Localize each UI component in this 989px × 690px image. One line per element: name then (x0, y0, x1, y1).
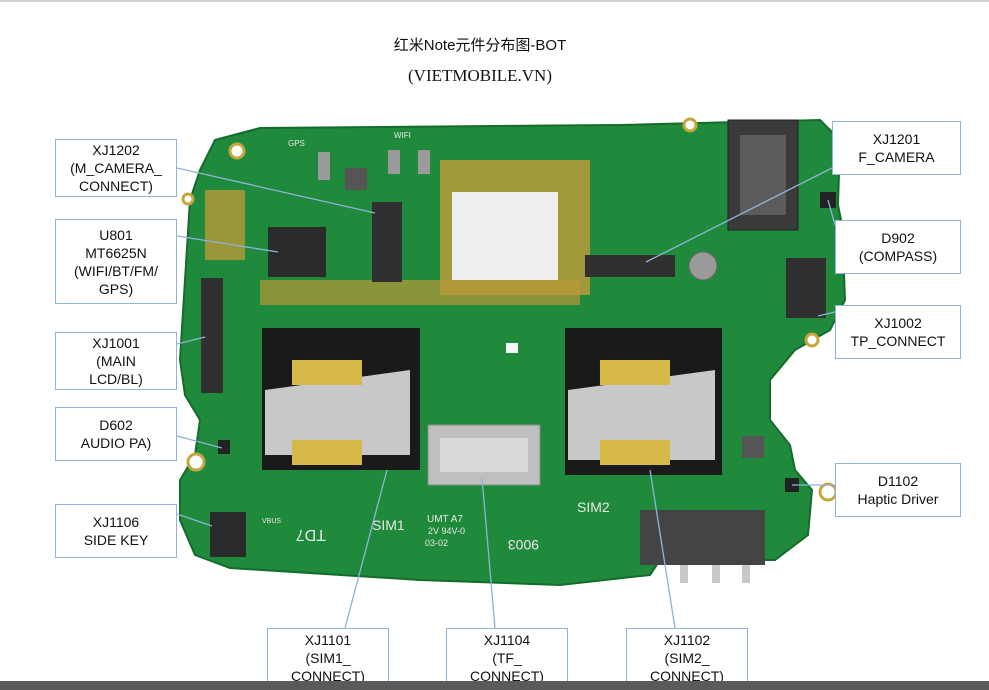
callout-xj1001-line-1: XJ1001 (92, 335, 140, 351)
silk-td7: TD7 (296, 526, 326, 543)
u801-chip (268, 227, 326, 277)
callout-xj1106-line-2: SIDE KEY (83, 532, 149, 548)
gold-strip-left (205, 190, 245, 260)
callout-xj1201-line-1: XJ1201 (872, 131, 921, 147)
xj1001-connector (201, 278, 223, 393)
mount-hole-3 (682, 117, 698, 133)
silk-umt: UMT A7 (427, 514, 463, 525)
mount-hole-6 (186, 452, 206, 472)
callout-xj1202-line-1: XJ1202 (92, 142, 140, 158)
callout-xj1101: XJ1101 (SIM1_ CONNECT) (267, 628, 389, 688)
callout-xj1001: XJ1001 (MAIN LCD/BL) (55, 332, 177, 390)
callout-d902-line-2: (COMPASS) (858, 248, 938, 264)
silk-sim2: SIM2 (577, 499, 610, 515)
callout-d1102: D1102 Haptic Driver (835, 463, 961, 517)
silk-code: 9003 (508, 537, 539, 553)
callout-xj1001-line-3: LCD/BL) (89, 371, 143, 387)
callout-d1102-line-2: Haptic Driver (857, 491, 939, 507)
silk-gps: GPS (288, 139, 305, 148)
callout-xj1106-line-1: XJ1106 (92, 514, 140, 530)
rf-shield-center (452, 192, 558, 280)
callout-u801: U801 MT6625N (WIFI/BT/FM/ GPS) (55, 219, 177, 304)
callout-xj1104-line-3: CONNECT) (470, 668, 544, 684)
callout-xj1102-line-3: CONNECT) (650, 668, 724, 684)
callout-xj1202-line-3: CONNECT) (79, 178, 153, 194)
callout-xj1201: XJ1201 F_CAMERA (832, 121, 961, 175)
mount-hole-4 (804, 332, 820, 348)
callout-xj1002-line-2: TP_CONNECT (850, 333, 946, 349)
compass-chip (820, 192, 836, 208)
vibrator-motor (688, 251, 718, 281)
xj1202-connector (372, 202, 402, 282)
callout-xj1102-line-1: XJ1102 (663, 632, 711, 648)
gold-strip-top (260, 280, 580, 305)
mount-hole-5 (818, 482, 838, 502)
callout-xj1106: XJ1106 SIDE KEY (55, 504, 177, 558)
callout-xj1104-line-1: XJ1104 (483, 632, 531, 648)
callout-xj1201-line-2: F_CAMERA (858, 149, 935, 165)
callout-d1102-line-1: D1102 (877, 473, 919, 489)
usb-connector (640, 510, 765, 565)
bottom-bar (0, 681, 989, 690)
callout-u801-line-3: (WIFI/BT/FM/ (74, 262, 158, 279)
callout-xj1102-line-2: (SIM2_ (664, 650, 710, 666)
page-title: 红米Note元件分布图-BOT (393, 37, 567, 54)
silk-rating: 2V 94V-0 (428, 526, 465, 536)
callout-xj1002: XJ1002 TP_CONNECT (835, 305, 961, 359)
status-led (506, 343, 518, 353)
callout-u801-line-2: MT6625N (85, 244, 147, 261)
callout-xj1101-line-2: (SIM1_ (305, 650, 351, 666)
callout-xj1104: XJ1104 (TF_ CONNECT) (446, 628, 568, 688)
silk-sim1: SIM1 (372, 517, 405, 533)
callout-xj1002-line-1: XJ1002 (874, 315, 922, 331)
callout-xj1202: XJ1202 (M_CAMERA_ CONNECT) (55, 139, 177, 197)
d1102-chip (785, 478, 799, 492)
d602-chip (218, 440, 230, 454)
xj1201-connector (585, 255, 675, 277)
callout-d902-line-1: D902 (881, 230, 915, 246)
callout-d902: D902 (COMPASS) (835, 220, 961, 274)
callout-d602: D602 AUDIO PA) (55, 407, 177, 461)
callout-xj1202-line-2: (M_CAMERA_ (70, 160, 162, 176)
callout-d602-line-2: AUDIO PA) (80, 435, 152, 451)
silk-wifi: WIFI (394, 131, 411, 140)
side-key-connector (210, 512, 246, 557)
callout-u801-line-4: GPS) (98, 280, 134, 297)
silk-vbus: VBUS (262, 518, 281, 525)
callout-d602-line-1: D602 (99, 417, 133, 433)
callout-u801-line-1: U801 (99, 226, 133, 243)
callout-xj1101-line-1: XJ1101 (304, 632, 352, 648)
silk-date: 03-02 (425, 538, 448, 548)
callout-xj1001-line-2: (MAIN (96, 353, 136, 369)
callout-xj1104-line-2: (TF_ (492, 650, 522, 666)
mount-hole-1 (228, 142, 246, 160)
top-rule (0, 0, 989, 2)
callout-xj1101-line-3: CONNECT) (291, 668, 365, 684)
mount-hole-2 (181, 192, 195, 206)
xj1002-connector (786, 258, 826, 318)
page-subtitle: (VIETMOBILE.VN) (408, 66, 552, 85)
callout-xj1102: XJ1102 (SIM2_ CONNECT) (626, 628, 748, 688)
